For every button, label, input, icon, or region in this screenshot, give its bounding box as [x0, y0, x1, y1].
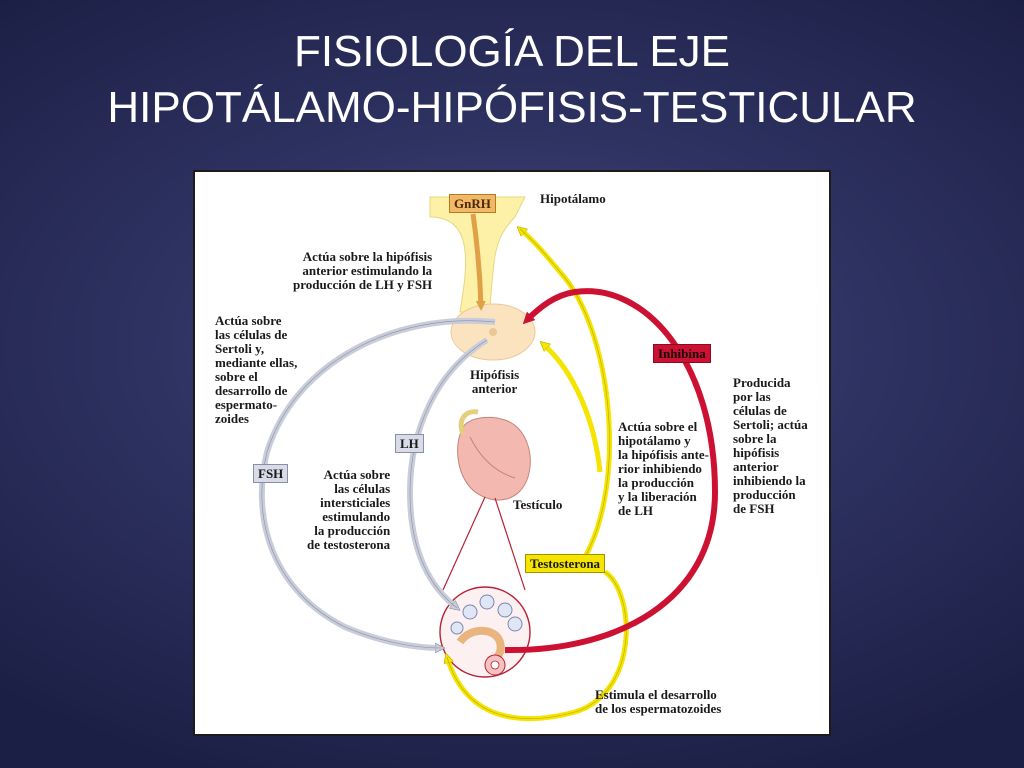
lh-action-text: Actúa sobre las células intersticiales e… — [307, 467, 391, 552]
title-line-2: HIPOTÁLAMO-HIPÓFISIS-TESTICULAR — [107, 83, 917, 132]
inhibina-action-text: Producida por las células de Sertoli; ac… — [733, 375, 808, 516]
gnrh-arrow — [470, 213, 486, 311]
title-line-1: FISIOLOGÍA DEL EJE — [293, 27, 731, 76]
diagram-graphics — [258, 196, 719, 722]
testosterone-to-hypothalamus-arrow — [520, 229, 612, 574]
testiculo-label: Testículo — [513, 497, 563, 512]
hipotalamo-label: Hipotálamo — [540, 191, 606, 206]
fsh-box: FSH — [253, 464, 289, 483]
testosterona-action-text: Actúa sobre el hipotálamo y la hipófisis… — [618, 419, 710, 518]
slide-title: FISIOLOGÍA DEL EJE HIPOTÁLAMO-HIPÓFISIS-… — [0, 24, 1024, 136]
hpt-axis-diagram: GnRH Inhibina LH FSH Testosterona Hipotá… — [193, 170, 831, 736]
inhibina-box: Inhibina — [653, 344, 711, 363]
lh-box: LH — [395, 434, 424, 453]
gnrh-box: GnRH — [449, 194, 496, 213]
hipofisis-anterior-label: Hipófisis anterior — [470, 367, 520, 396]
gnrh-action-text: Actúa sobre la hipófisis anterior estimu… — [293, 249, 433, 292]
espermatozoides-text: Estimula el desarrollo de los espermatoz… — [595, 687, 722, 716]
testis-shape — [457, 416, 531, 501]
testosterona-box: Testosterona — [525, 554, 606, 573]
fsh-action-text: Actúa sobre las células de Sertoli y, me… — [215, 313, 298, 426]
inhibin-arrow — [504, 288, 719, 654]
testosterone-to-pituitary-arrow — [543, 344, 603, 473]
